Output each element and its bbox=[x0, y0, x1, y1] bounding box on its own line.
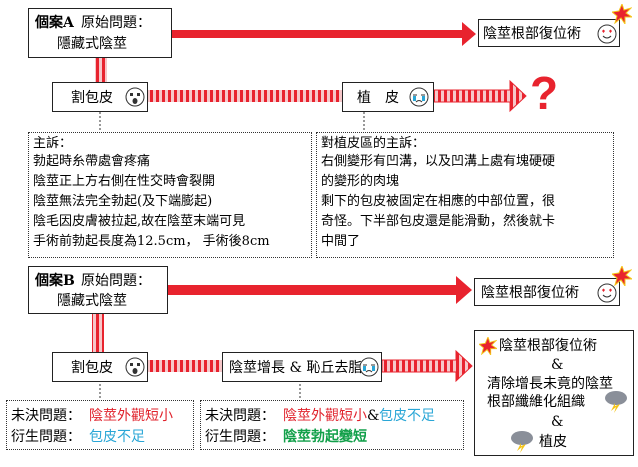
left-row1-label: 未決問題： bbox=[11, 408, 81, 424]
case-b-step2-box: 陰莖增長 & 恥丘去脂 bbox=[222, 352, 382, 382]
smiley-heart-eyes-icon bbox=[597, 24, 617, 48]
complaint-left-line: 陰毛因皮膚被拉起,故在陰莖末端可見 bbox=[33, 214, 246, 229]
mid-row2-value: 陰莖勃起變短 bbox=[283, 429, 367, 445]
case-b-main-arrow bbox=[168, 276, 472, 304]
left-row2-value: 包皮不足 bbox=[89, 429, 145, 445]
mid-row1-value-a: 陰莖外觀短小 bbox=[283, 408, 367, 424]
case-a-complaint-left: 主訴： 勃起時糸帶處會疼痛 陰莖正上方右側在性交時會裂開 陰莖無法完全勃起(及下… bbox=[28, 132, 312, 258]
case-b-step1-box: 割包皮 bbox=[52, 352, 148, 382]
question-mark: ? bbox=[530, 67, 559, 119]
left-row1-value: 陰莖外觀短小 bbox=[89, 408, 173, 424]
complaint-right-line: 中間了 bbox=[321, 234, 361, 249]
storm-cloud-icon bbox=[603, 389, 629, 417]
right-amp2: & bbox=[551, 414, 564, 430]
case-b-down-connector bbox=[92, 314, 104, 354]
case-a-step1-box: 割包皮 bbox=[52, 82, 148, 112]
storm-cloud-icon bbox=[509, 429, 535, 457]
case-a-main-arrow bbox=[172, 22, 476, 46]
complaint-right-line: 奇怪。下半部包皮還是能滑動，然後就卡 bbox=[321, 214, 556, 229]
case-a-step-connector bbox=[146, 90, 342, 102]
mid-row1-label: 未決問題： bbox=[205, 408, 275, 424]
case-b-mid-box: 未決問題： 陰莖外觀短小 & 包皮不足 衍生問題： 陰莖勃起變短 bbox=[200, 400, 464, 450]
case-a-header-line2: 隱藏式陰莖 bbox=[57, 36, 127, 52]
case-b-step-connector bbox=[146, 360, 222, 372]
starburst-icon bbox=[477, 335, 499, 359]
case-b-target-box: 陰莖根部復位術 bbox=[474, 278, 620, 306]
case-b-step2-label: 陰莖增長 & 恥丘去脂 bbox=[229, 360, 363, 376]
complaint-left-title: 主訴： bbox=[33, 136, 73, 151]
case-b-right-box: 陰莖根部復位術 & 清除增長未竟的陰莖 根部纖維化組織 & 植皮 bbox=[474, 330, 634, 456]
scream-face-icon bbox=[125, 87, 145, 111]
crying-face-icon bbox=[359, 357, 379, 381]
smiley-heart-eyes-icon bbox=[597, 283, 617, 307]
right-line4: 植皮 bbox=[539, 434, 567, 450]
crying-face-icon bbox=[409, 87, 429, 111]
case-b-header-text: 原始問題： bbox=[81, 273, 151, 289]
mid-row1-value-b: 包皮不足 bbox=[379, 408, 435, 424]
complaint-right-title: 對植皮區的主訴： bbox=[321, 136, 426, 151]
case-b-header-bold: 個案B bbox=[35, 273, 75, 289]
left-row2-label: 衍生問題： bbox=[11, 429, 81, 445]
starburst-icon bbox=[610, 2, 634, 28]
case-a-target-box: 陰莖根部復位術 bbox=[478, 19, 620, 47]
case-a-header-bold: 個案A bbox=[35, 15, 74, 31]
right-line1: 陰莖根部復位術 bbox=[499, 338, 597, 354]
case-b-header-box: 個案B 原始問題： 隱藏式陰莖 bbox=[28, 266, 168, 314]
case-a-step1-label: 割包皮 bbox=[71, 90, 113, 106]
complaint-right-line: 右側變形有凹溝，以及凹溝上處有塊硬硬 bbox=[321, 154, 556, 169]
complaint-left-line: 勃起時糸帶處會疼痛 bbox=[33, 154, 151, 169]
complaint-left-line: 陰莖正上方右側在性交時會裂開 bbox=[33, 174, 216, 189]
case-b-step1-label: 割包皮 bbox=[71, 360, 113, 376]
scream-face-icon bbox=[125, 357, 145, 381]
complaint-right-line: 的變形的肉塊 bbox=[321, 174, 400, 189]
complaint-left-line: 陰莖無法完全勃起(及下端膨起) bbox=[33, 194, 213, 209]
case-b-step2-arrow bbox=[381, 349, 473, 383]
case-a-complaint-right: 對植皮區的主訴： 右側變形有凹溝，以及凹溝上處有塊硬硬 的變形的肉塊 剩下的包皮… bbox=[316, 132, 614, 258]
case-b-header-line2: 隱藏式陰莖 bbox=[57, 293, 127, 309]
case-a-header-box: 個案A 原始問題： 隱藏式陰莖 bbox=[28, 8, 172, 58]
case-b-left-box: 未決問題： 陰莖外觀短小 衍生問題： 包皮不足 bbox=[6, 400, 194, 450]
case-a-step2-label: 植 皮 bbox=[357, 90, 399, 106]
mid-row1-amp: & bbox=[367, 408, 380, 424]
complaint-left-line: 手術前勃起長度為12.5cm， 手術後8cm bbox=[33, 234, 270, 249]
mid-row2-label: 衍生問題： bbox=[205, 429, 275, 445]
right-line2: 清除增長未竟的陰莖 bbox=[487, 376, 613, 392]
complaint-right-line: 剩下的包皮被固定在相應的中部位置，很 bbox=[321, 194, 556, 209]
case-a-header-text: 原始問題： bbox=[81, 15, 151, 31]
case-a-down-connector bbox=[95, 58, 107, 84]
starburst-icon bbox=[610, 264, 634, 290]
case-a-target-label: 陰莖根部復位術 bbox=[483, 26, 581, 42]
right-amp1: & bbox=[551, 357, 564, 373]
case-a-step2-box: 植 皮 bbox=[342, 82, 434, 112]
case-b-target-label: 陰莖根部復位術 bbox=[481, 285, 579, 301]
right-line3: 根部纖維化組織 bbox=[487, 394, 585, 410]
